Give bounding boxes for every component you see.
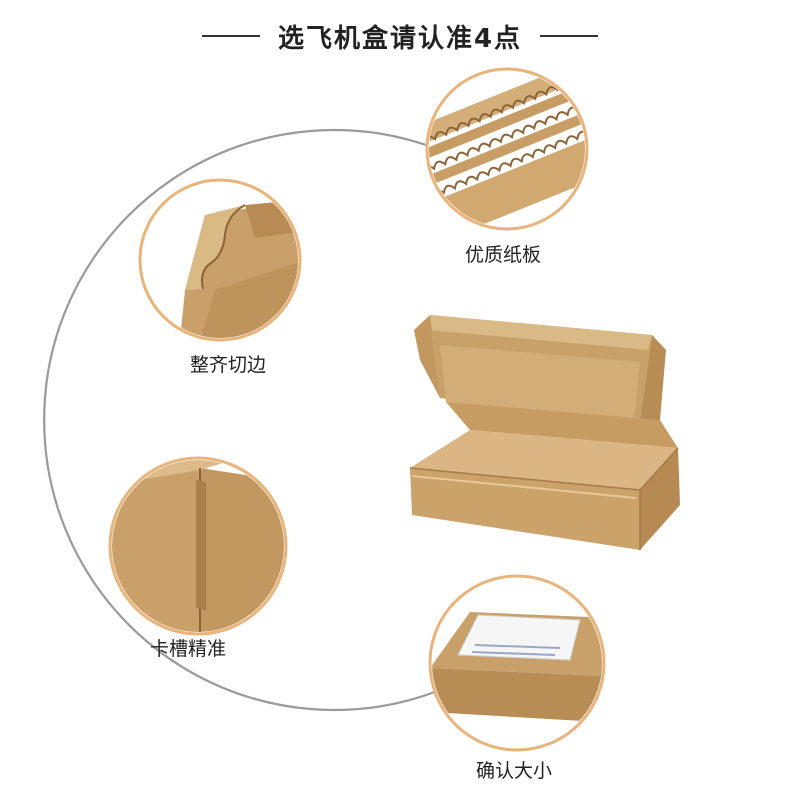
title-left-line <box>201 35 260 37</box>
connector-arc <box>43 128 441 712</box>
feature-label-clean-cut-edge: 整齐切边 <box>190 354 267 376</box>
closed-box-with-label-icon <box>428 574 606 752</box>
feature-label-board-quality: 优质纸板 <box>465 244 542 266</box>
box-slot-corner-icon <box>108 456 288 636</box>
page-title: 选飞机盒请认准4点 <box>277 23 523 54</box>
header: 选飞机盒请认准4点 <box>0 16 800 56</box>
title-right-line <box>540 35 599 37</box>
corrugated-layers-closeup-icon <box>425 67 589 231</box>
box-corner-cut-edge-icon <box>138 178 302 342</box>
open-kraft-mailer-box-image <box>409 315 680 550</box>
feature-label-precise-slot: 卡槽精准 <box>150 638 227 660</box>
feature-label-confirm-size: 确认大小 <box>476 760 553 782</box>
